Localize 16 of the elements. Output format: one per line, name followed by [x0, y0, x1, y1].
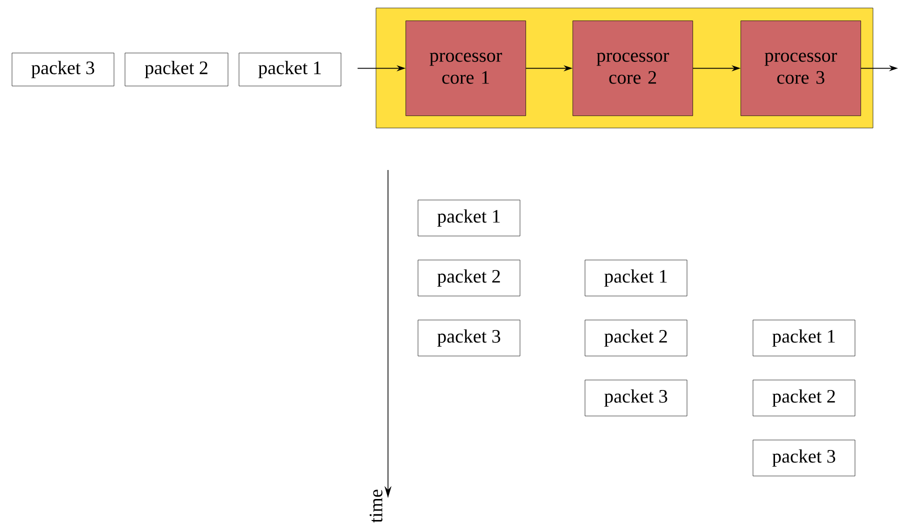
packet-box: packet 1 — [752, 320, 856, 356]
packet-box: packet 3 — [418, 320, 520, 356]
packet-box: packet 2 — [124, 52, 228, 86]
packet-box: packet 3 — [752, 440, 856, 476]
packet-box: packet 1 — [584, 260, 688, 296]
packet-box: packet 3 — [584, 380, 688, 416]
processor-box: processor core 3 — [740, 20, 861, 116]
packet-box: packet 2 — [752, 380, 856, 416]
packet-box: packet 2 — [418, 260, 520, 296]
processor-box: processor core 1 — [406, 20, 526, 116]
packet-box: packet 2 — [584, 320, 688, 356]
packet-box: packet 1 — [418, 200, 520, 236]
packet-box: packet 1 — [238, 52, 342, 86]
axis-label: time — [370, 490, 382, 523]
packet-box: packet 3 — [12, 52, 114, 86]
processor-box: processor core 2 — [572, 20, 693, 116]
